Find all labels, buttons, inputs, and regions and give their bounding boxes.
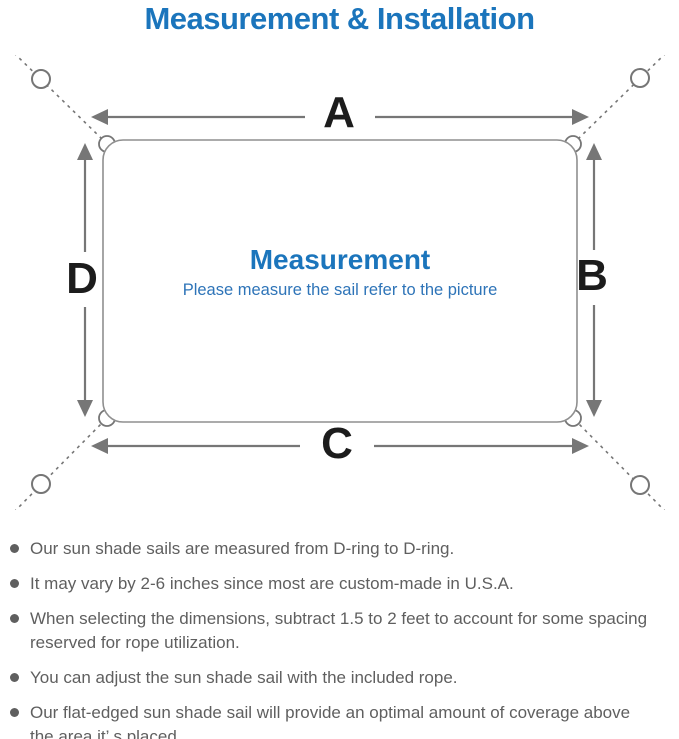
bullet-dot-icon <box>10 544 19 553</box>
arrow-down-icon <box>586 400 602 417</box>
rope-lines <box>14 55 666 510</box>
dimension-d <box>77 143 93 417</box>
note-item-measured-d-ring: Our sun shade sails are measured from D-… <box>10 537 675 561</box>
note-text: Our flat-edged sun shade sail will provi… <box>30 701 630 739</box>
rope-line-top-left <box>14 55 103 140</box>
diagram-canvas <box>14 55 666 510</box>
anchor-ring-top-right-icon <box>630 68 650 88</box>
bullet-dot-icon <box>10 708 19 717</box>
dimension-label-a: A <box>323 88 355 137</box>
note-line: You can adjust the sun shade sail with t… <box>30 668 458 687</box>
diagram-center-text: Measurement Please measure the sail refe… <box>103 245 577 300</box>
diagram-center-heading: Measurement <box>249 244 431 275</box>
arrow-up-icon <box>77 143 93 160</box>
arrow-left-icon <box>91 109 108 125</box>
anchor-ring-bottom-right-icon <box>630 475 650 495</box>
dimension-label-c: C <box>321 419 353 468</box>
measurement-diagram: A B C D Measurement Please measure the s… <box>0 55 679 510</box>
note-text: When selecting the dimensions, subtract … <box>30 607 647 655</box>
note-item-subtract-spacing: When selecting the dimensions, subtract … <box>10 607 675 655</box>
rope-line-bottom-right <box>577 422 666 510</box>
dimension-label-b: B <box>576 251 608 300</box>
arrow-right-icon <box>572 438 589 454</box>
arrow-down-icon <box>77 400 93 417</box>
note-line: Our sun shade sails are measured from D-… <box>30 539 455 558</box>
note-item-adjust-rope: You can adjust the sun shade sail with t… <box>10 666 675 690</box>
notes-list: Our sun shade sails are measured from D-… <box>10 537 675 739</box>
bullet-dot-icon <box>10 614 19 623</box>
bullet-dot-icon <box>10 673 19 682</box>
note-line: Our flat-edged sun shade sail will provi… <box>30 703 631 722</box>
dimension-c <box>91 438 589 454</box>
dimension-b <box>586 143 602 417</box>
anchor-rings <box>31 68 650 495</box>
note-item-vary-inches: It may vary by 2-6 inches since most are… <box>10 572 675 596</box>
note-line: It may vary by 2-6 inches since most are… <box>30 574 514 593</box>
arrow-left-icon <box>91 438 108 454</box>
arrow-up-icon <box>586 143 602 160</box>
rope-line-bottom-left <box>14 422 103 510</box>
note-text: It may vary by 2-6 inches since most are… <box>30 572 514 596</box>
arrow-right-icon <box>572 109 589 125</box>
diagram-center-subtitle: Please measure the sail refer to the pic… <box>182 281 498 299</box>
page-title: Measurement & Installation <box>144 1 535 36</box>
dimension-a <box>91 109 589 125</box>
note-text: You can adjust the sun shade sail with t… <box>30 666 458 690</box>
note-line: the area it’ s placed. <box>30 727 182 739</box>
rope-line-top-right <box>577 55 666 140</box>
note-item-flat-edged-coverage: Our flat-edged sun shade sail will provi… <box>10 701 675 739</box>
dimension-label-d: D <box>66 254 98 303</box>
anchor-ring-top-left-icon <box>31 69 51 89</box>
note-line: reserved for rope utilization. <box>30 633 240 652</box>
note-line: When selecting the dimensions, subtract … <box>30 609 648 628</box>
anchor-ring-bottom-left-icon <box>31 474 51 494</box>
note-text: Our sun shade sails are measured from D-… <box>30 537 454 561</box>
bullet-dot-icon <box>10 579 19 588</box>
sail-outline <box>102 139 578 423</box>
